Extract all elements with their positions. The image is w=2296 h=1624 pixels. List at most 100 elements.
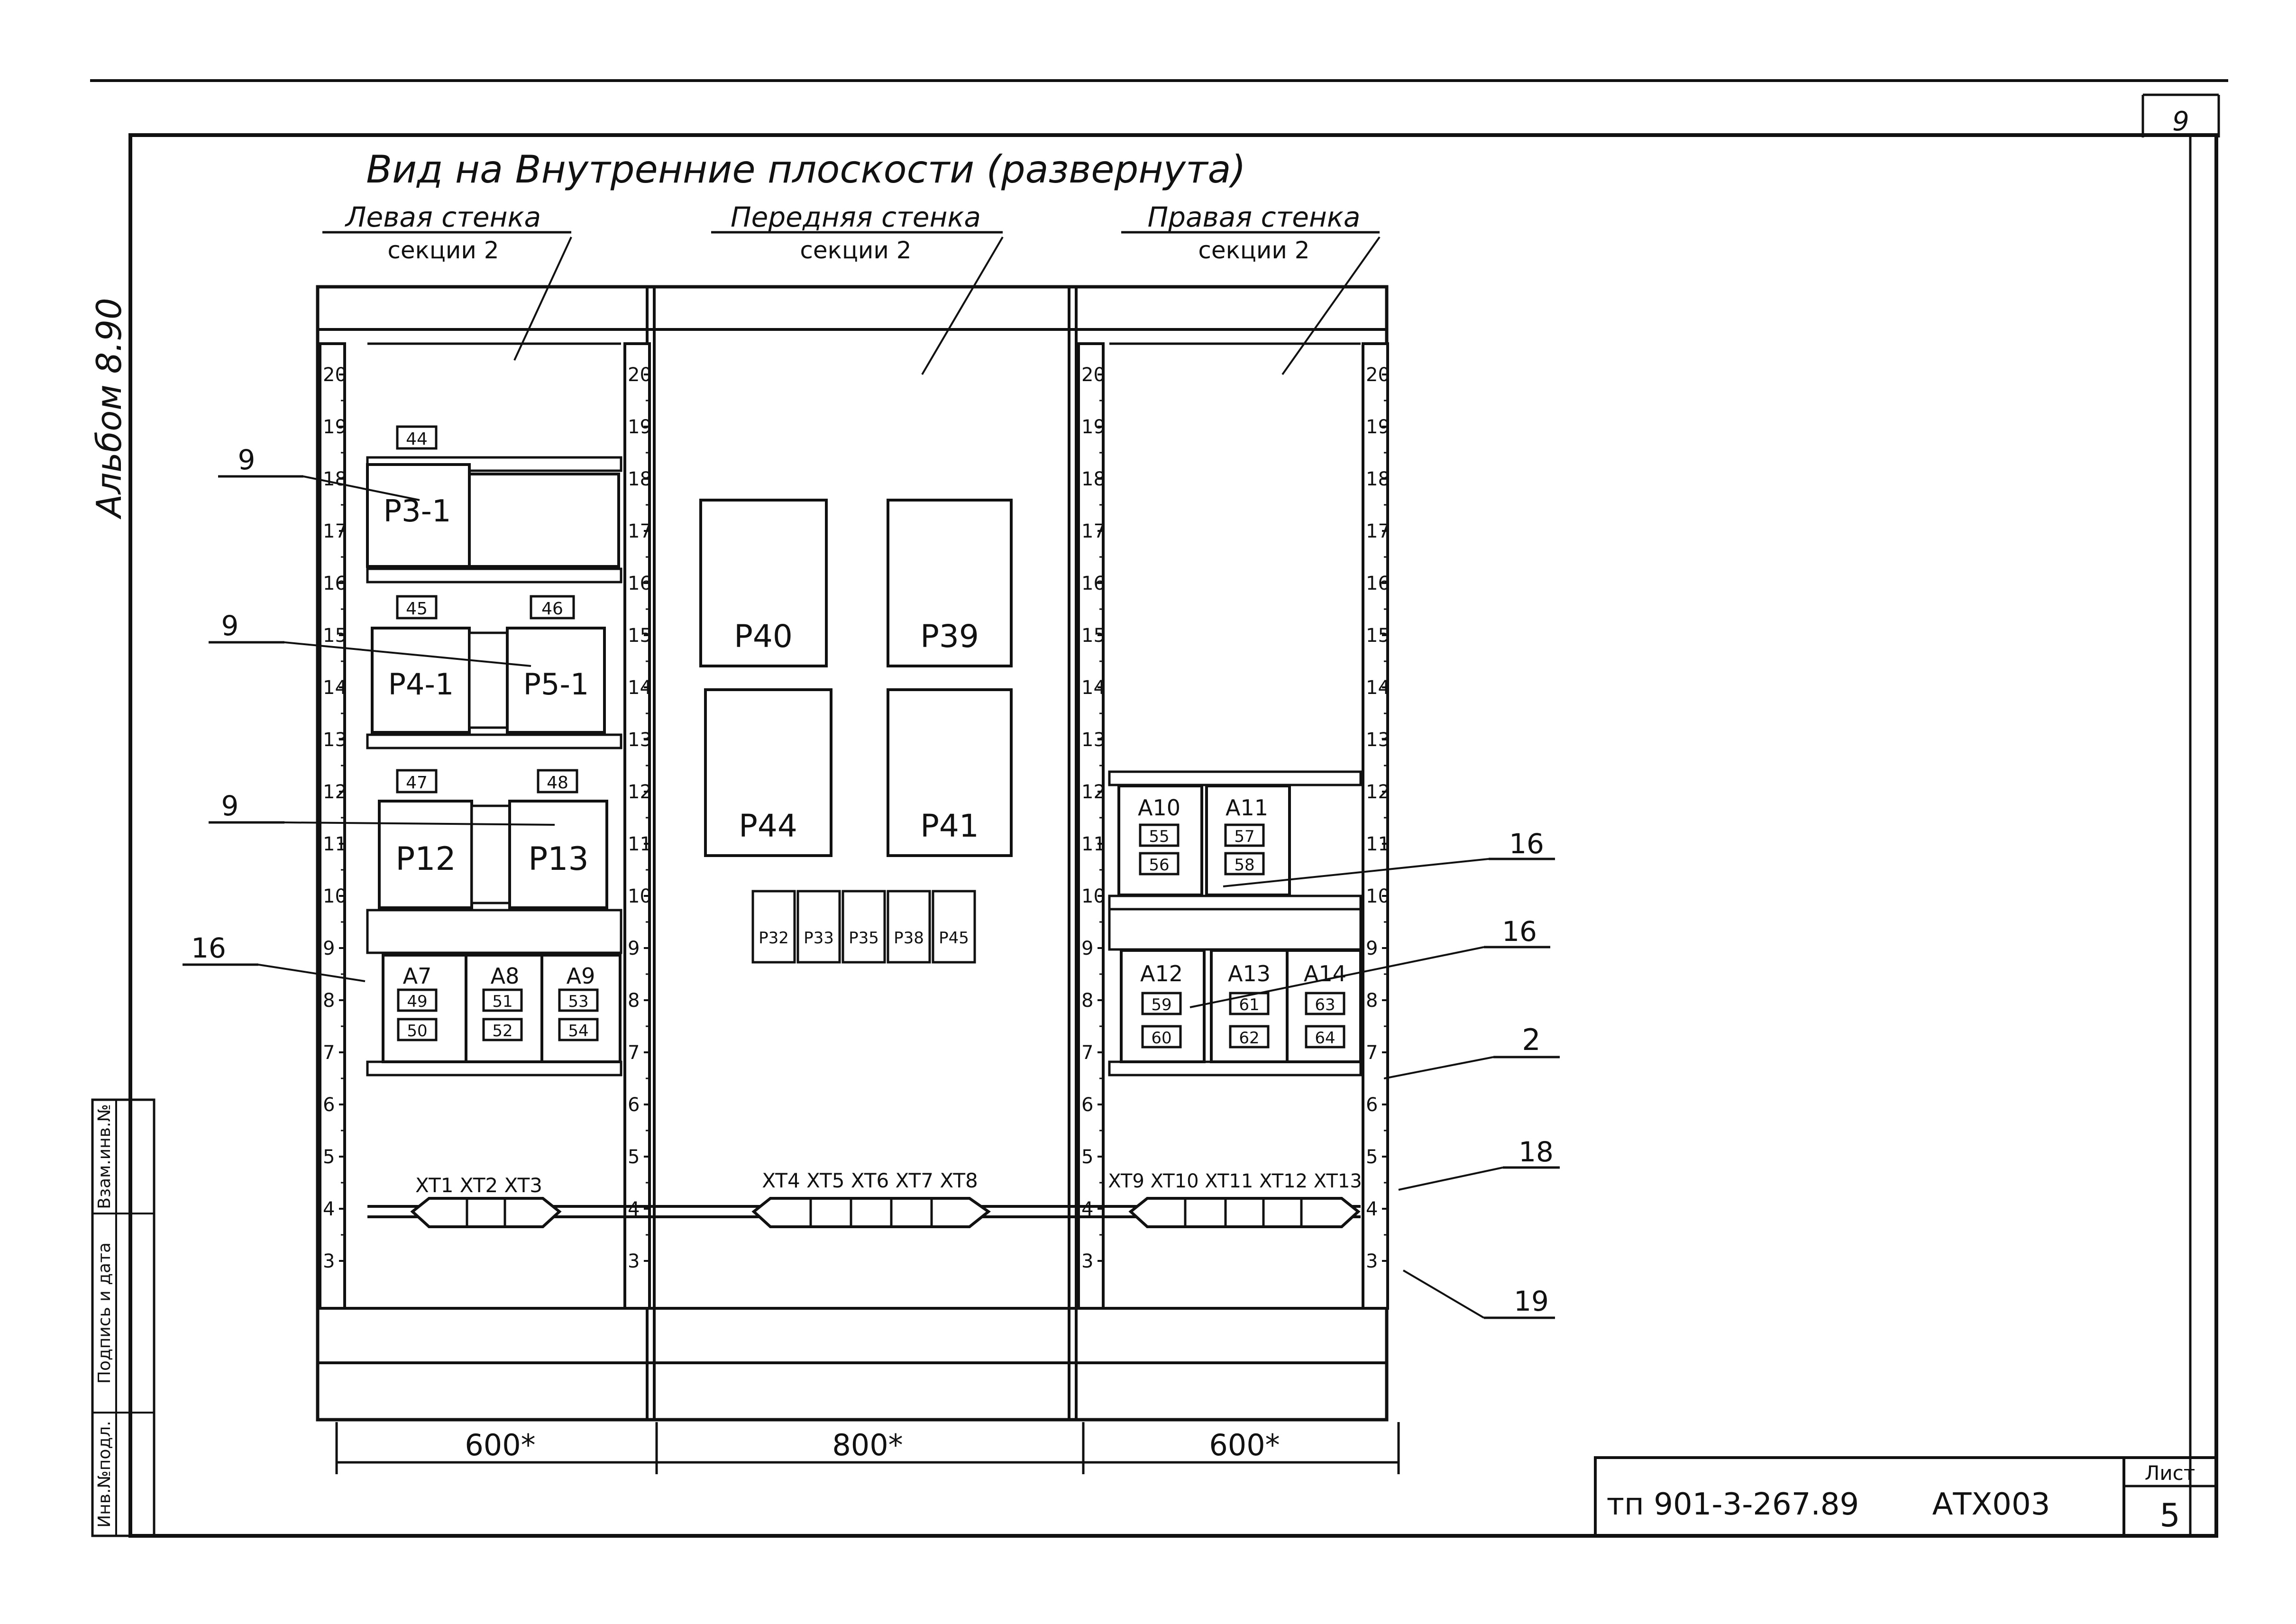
svg-text:57: 57 [1234,827,1254,846]
side-stamp [91,1098,156,1537]
dim-800: 800* [832,1428,903,1462]
rail-number: 9 [628,938,640,959]
rail-0 [319,342,346,1310]
tag-45: 45 [396,595,438,620]
module-A8: A8 51 52 [465,954,543,1063]
svg-text:P4-1: P4-1 [388,667,454,702]
terminal-strips [367,1197,1361,1228]
svg-text:P44: P44 [739,808,797,844]
tag-46: 46 [530,595,575,620]
stamp-sign-label: Подпись и дата [95,1242,114,1384]
svg-text:Левая стенка: Левая стенка [345,201,541,233]
module-A10: A10 55 56 [1117,785,1203,896]
svg-text:64: 64 [1315,1029,1335,1048]
svg-text:P12: P12 [395,840,456,878]
relay-spacer [470,804,511,904]
svg-text:A9: A9 [567,963,595,989]
rail-2 [1077,342,1105,1310]
callout-9-c: 9 [209,790,555,826]
svg-text:A7: A7 [403,963,432,989]
rail-number: 5 [628,1146,640,1168]
svg-text:58: 58 [1234,856,1254,875]
terminal-block-left [410,1197,562,1228]
svg-text:A11: A11 [1226,795,1268,821]
rail-number: 6 [1366,1094,1378,1116]
din-rails: 2019181716151413121110987654320191817161… [319,342,1390,1310]
rail-number: 7 [323,1042,335,1064]
rail-number: 4 [323,1198,335,1220]
rail-number: 5 [1366,1146,1378,1168]
sheet-number-top: 9 [2172,106,2189,137]
svg-text:P40: P40 [734,618,793,655]
svg-text:секции 2: секции 2 [1198,237,1309,264]
module-A13: A13 61 62 [1210,949,1289,1063]
svg-text:A12: A12 [1140,961,1183,986]
svg-text:9: 9 [221,790,239,822]
svg-text:P39: P39 [920,618,979,655]
svg-text:18: 18 [1518,1136,1554,1168]
callout-2: 2 [1384,1022,1560,1079]
rail-number: 8 [323,990,335,1012]
rail-number: 6 [1081,1094,1093,1116]
svg-text:Передняя стенка: Передняя стенка [731,201,981,233]
svg-text:P41: P41 [920,808,979,844]
callout-9-a: 9 [218,444,420,501]
rail-3 [1362,342,1389,1310]
svg-text:P32: P32 [759,929,789,948]
svg-text:51: 51 [492,992,512,1011]
relay-P3-1: P3-1 [366,463,471,568]
small-relay-P35: P35 [842,890,886,964]
svg-text:16: 16 [191,932,226,964]
svg-text:61: 61 [1239,995,1259,1014]
svg-text:A13: A13 [1228,961,1271,986]
svg-text:63: 63 [1315,995,1335,1014]
svg-text:44: 44 [406,429,428,449]
module-A9: A9 53 54 [540,954,622,1063]
relay-P44: P44 [704,688,832,857]
svg-text:56: 56 [1149,856,1169,875]
svg-text:P13: P13 [528,840,589,878]
callout-19: 19 [1402,1269,1555,1319]
svg-text:52: 52 [492,1022,512,1040]
sheet-label: Лист [2145,1461,2195,1485]
terminal-block-front [751,1197,991,1228]
svg-text:P38: P38 [894,929,924,948]
svg-text:46: 46 [541,599,563,619]
svg-text:16: 16 [1502,915,1537,948]
module-A12: A12 59 60 [1120,949,1206,1063]
relay-P4-1: P4-1 [371,627,471,734]
wall-heading-right: Правая стенка секции 2 [1121,201,1380,264]
svg-text:54: 54 [568,1022,588,1040]
svg-text:60: 60 [1151,1029,1171,1048]
relay-P12: P12 [378,800,473,909]
rail-number: 7 [1366,1042,1378,1064]
dimensions: 600* 800* 600* [335,1422,1400,1474]
rail-number: 3 [1366,1250,1378,1272]
stamp-inv-label: Инв.№подл. [95,1421,114,1527]
front-wall: P40 P39 P44 P41 P32 P33 P35 P38 [699,499,1013,1192]
rail-number: 7 [1081,1042,1093,1064]
relay-P39: P39 [887,499,1013,667]
stamp-replace-label: Взам.инв.№ [95,1104,114,1209]
left-wall: 44 P3-1 45 46 P4-1 P5-1 47 [366,425,622,1197]
doc-code: АТХ003 [1932,1487,2050,1522]
heading-leaders [513,236,1381,375]
svg-text:P5-1: P5-1 [523,667,589,702]
svg-text:A10: A10 [1138,795,1180,821]
svg-text:49: 49 [407,992,427,1011]
svg-text:секции 2: секции 2 [387,237,499,264]
album-label: Альбом 8.90 [89,298,129,520]
rail-number: 3 [323,1250,335,1272]
callout-16-right-b: 16 [1189,915,1550,1008]
doc-number: тп 901-3-267.89 [1607,1487,1859,1522]
right-wall: A10 55 56 A11 57 58 A12 59 60 A13 61 [1108,770,1362,1192]
tag-44: 44 [396,425,438,450]
svg-text:9: 9 [238,444,256,476]
rail-number: 5 [323,1146,335,1168]
cabinet-frame [316,285,1389,1422]
callout-9-b: 9 [209,610,531,667]
callout-18: 18 [1398,1136,1560,1191]
sheet-number: 5 [2159,1497,2180,1534]
small-relay-P38: P38 [887,890,931,964]
small-relay-P32: P32 [751,890,796,964]
